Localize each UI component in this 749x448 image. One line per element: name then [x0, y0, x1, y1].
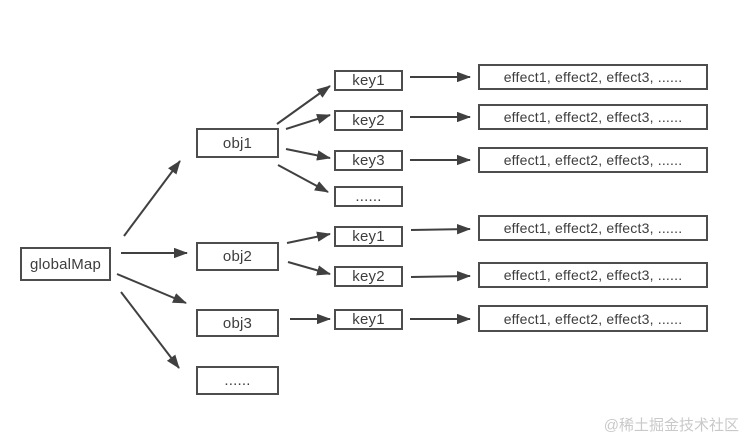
arrow-globalmap-to-obj-more: [120, 291, 180, 369]
watermark: @稀土掘金技术社区: [603, 417, 739, 434]
node-effects-6: effect1, effect2, effect3, ......: [478, 305, 708, 332]
arrow-globalmap-to-obj3: [116, 273, 187, 304]
node-obj1-key3: key3: [334, 150, 403, 171]
node-effects-2: effect1, effect2, effect3, ......: [478, 104, 708, 130]
node-globalmap: globalMap: [20, 247, 111, 281]
arrow-key2-to-effects-5: [410, 271, 471, 282]
node-obj2-key1: key1: [334, 226, 403, 247]
arrow-obj2-to-key1: [286, 231, 331, 244]
node-obj3-key1: key1: [334, 309, 403, 330]
node-obj2-key2: key2: [334, 266, 403, 287]
arrow-obj1-to-more: [277, 164, 329, 193]
node-obj1-key-more: ......: [334, 186, 403, 207]
node-obj1-key2: key2: [334, 110, 403, 131]
node-obj1: obj1: [196, 128, 279, 158]
arrow-obj1-to-key2: [285, 113, 331, 130]
node-effects-1: effect1, effect2, effect3, ......: [478, 64, 708, 90]
node-obj2: obj2: [196, 242, 279, 271]
node-effects-4: effect1, effect2, effect3, ......: [478, 215, 708, 241]
node-obj1-key1: key1: [334, 70, 403, 91]
arrow-obj1-to-key3: [285, 148, 331, 161]
arrow-globalmap-to-obj1: [123, 160, 181, 237]
node-effects-5: effect1, effect2, effect3, ......: [478, 262, 708, 288]
node-obj-more: ......: [196, 366, 279, 395]
arrow-obj2-to-key2: [287, 261, 331, 276]
arrow-obj1-to-key1: [276, 85, 331, 125]
node-effects-3: effect1, effect2, effect3, ......: [478, 147, 708, 173]
node-obj3: obj3: [196, 309, 279, 337]
arrow-key1-to-effects-4: [410, 224, 471, 235]
